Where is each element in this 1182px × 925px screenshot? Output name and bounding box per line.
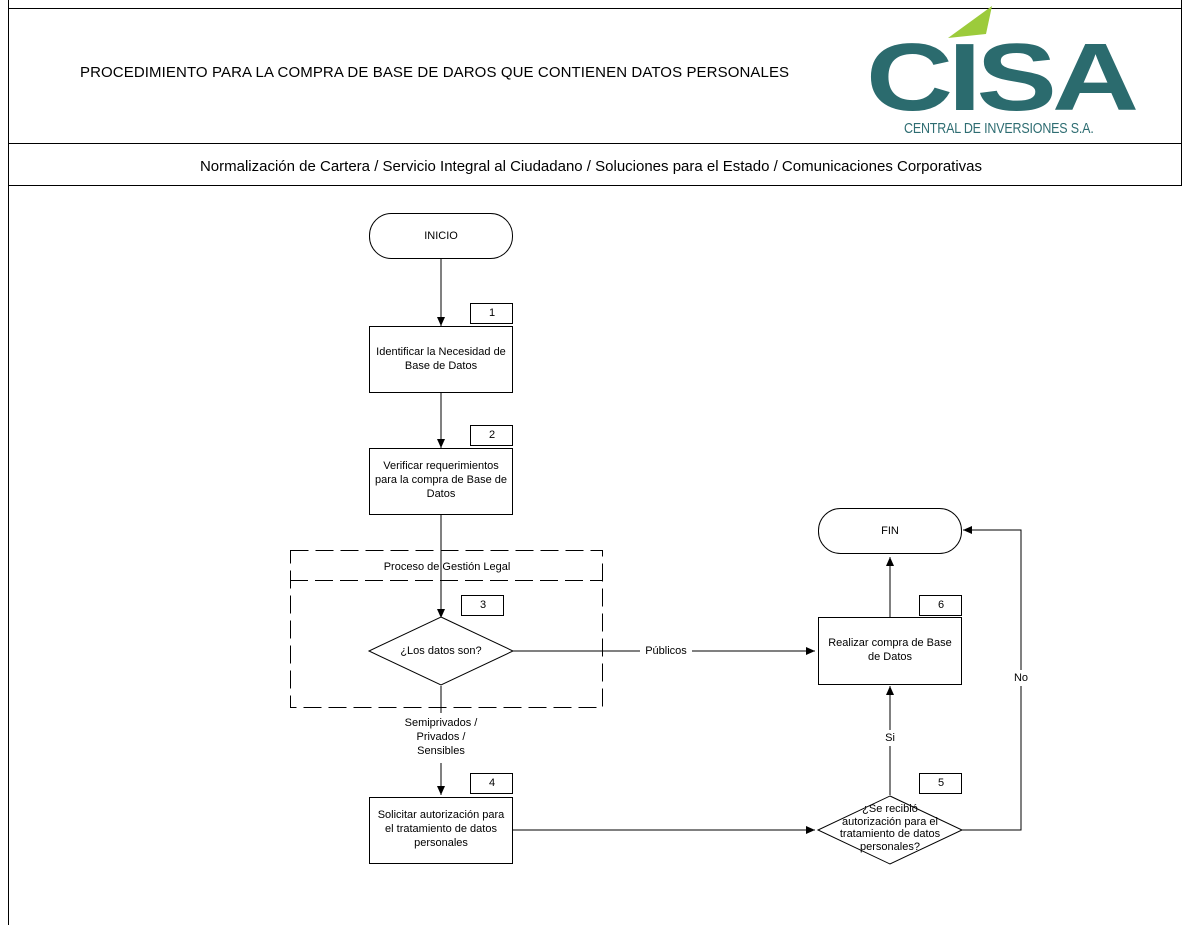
step-5-line: autorización para el <box>841 815 938 828</box>
step-3-diamond <box>367 616 515 686</box>
step-3-number-box <box>461 595 504 616</box>
step-6-box <box>818 617 962 685</box>
page-title: PROCEDIMIENTO PARA LA COMPRA DE BASE DE … <box>80 64 790 81</box>
step-5-diamond <box>816 795 964 865</box>
edge-label-semi-line: Privados / <box>416 731 466 743</box>
edge-label-publicos: Públicos <box>645 645 687 657</box>
step-2-number: 2 <box>488 429 496 441</box>
step-5-line: personales? <box>860 840 920 853</box>
edge-label-semi-line: Semiprivados / <box>404 717 478 729</box>
step-4-line: personales <box>414 837 468 849</box>
edge-label-si: Si <box>885 732 895 744</box>
step-1-line: Identificar la Necesidad de <box>376 346 506 358</box>
step-2-line: Datos <box>426 488 456 500</box>
step-2-line: para la compra de Base de <box>374 474 508 486</box>
legal-process-area <box>290 550 603 708</box>
step-1-box <box>369 326 513 393</box>
step-5-line: tratamiento de datos <box>839 828 941 840</box>
step-6-line: de Datos <box>867 651 913 663</box>
step-3-label: ¿Los datos son? <box>400 645 482 657</box>
step-2-label: Verificar requerimientos para la compra … <box>370 459 512 501</box>
step-5-line: ¿Se recibió <box>862 803 918 815</box>
step-6-label: Realizar compra de Base de Datos <box>819 636 961 664</box>
step-5-number-box <box>919 773 962 794</box>
edge-label-semi: Semiprivados / Privados / Sensibles <box>396 716 486 758</box>
end-terminator <box>818 508 962 554</box>
step-6-number-box <box>919 595 962 616</box>
start-label: INICIO <box>424 230 458 242</box>
step-2-line: Verificar requerimientos <box>383 460 499 472</box>
logo-subtitle: CENTRAL DE INVERSIONES S.A. <box>904 121 1094 137</box>
step-1-number: 1 <box>488 307 496 319</box>
step-4-number-box <box>470 773 513 794</box>
business-lines-subtitle: Normalización de Cartera / Servicio Inte… <box>199 158 983 175</box>
step-5-number: 5 <box>937 777 945 789</box>
step-1-label: Identificar la Necesidad de Base de Dato… <box>370 345 512 373</box>
step-4-line: Solicitar autorización para <box>377 809 505 821</box>
step-4-number: 4 <box>488 777 496 789</box>
step-6-line: Realizar compra de Base <box>828 637 952 649</box>
step-4-label: Solicitar autorización para el tratamien… <box>370 808 512 850</box>
cisa-logo: CISA <box>866 6 1140 131</box>
step-4-box <box>369 797 513 864</box>
step-1-number-box <box>470 303 513 324</box>
step-1-line: Base de Datos <box>404 360 478 372</box>
start-terminator <box>369 213 513 259</box>
end-label: FIN <box>881 525 899 537</box>
step-5-label: ¿Se recibió autorización para el tratami… <box>819 803 961 853</box>
step-4-line: el tratamiento de datos <box>385 823 497 835</box>
step-2-number-box <box>470 425 513 446</box>
header-frame <box>8 0 1182 925</box>
edge-label-no: No <box>1013 672 1029 684</box>
legal-area-label: Proceso de Gestión Legal <box>383 561 511 573</box>
edge-label-semi-line: Sensibles <box>417 745 465 757</box>
svg-text:CISA: CISA <box>866 24 1136 131</box>
step-2-box <box>369 448 513 515</box>
step-6-number: 6 <box>937 599 945 611</box>
step-3-number: 3 <box>479 599 487 611</box>
